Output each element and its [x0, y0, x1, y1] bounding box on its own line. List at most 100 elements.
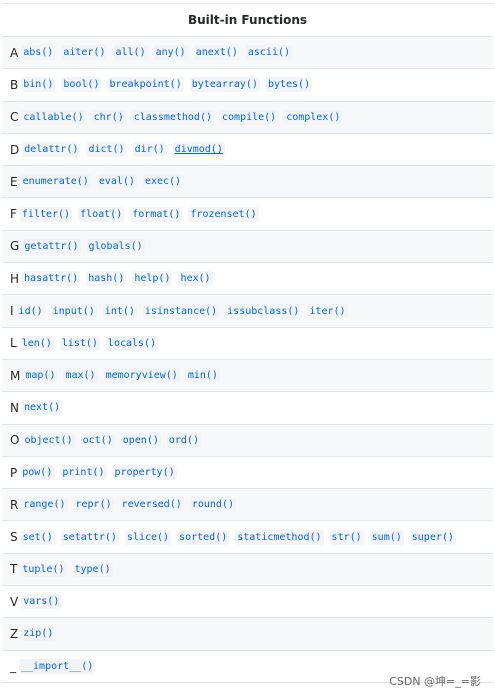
row-letter: T: [10, 562, 18, 577]
function-link[interactable]: all(): [113, 45, 148, 61]
row-letter: C: [10, 110, 19, 125]
function-link[interactable]: enumerate(): [20, 174, 91, 190]
table-header: Built-in Functions: [2, 4, 493, 37]
function-link[interactable]: sum(): [369, 529, 404, 545]
function-link[interactable]: compile(): [220, 109, 279, 125]
function-link[interactable]: object(): [22, 432, 75, 448]
function-link[interactable]: breakpoint(): [107, 77, 184, 93]
function-link[interactable]: bin(): [21, 77, 56, 93]
function-link[interactable]: chr(): [91, 109, 126, 125]
row-letter: E: [10, 174, 18, 189]
row-letter: F: [10, 207, 17, 222]
function-link[interactable]: aiter(): [61, 45, 108, 61]
function-link[interactable]: super(): [409, 529, 456, 545]
row-letter: A: [10, 45, 19, 60]
function-link[interactable]: filter(): [19, 206, 73, 222]
function-link[interactable]: next(): [21, 400, 63, 416]
function-link[interactable]: iter(): [307, 303, 348, 319]
function-link[interactable]: open(): [120, 432, 161, 448]
function-link[interactable]: vars(): [21, 594, 62, 610]
function-link[interactable]: bool(): [61, 77, 102, 93]
watermark: CSDN @坤=_=影: [389, 675, 481, 688]
function-link[interactable]: type(): [72, 561, 113, 577]
function-link[interactable]: locals(): [105, 335, 159, 351]
function-link[interactable]: help(): [132, 271, 173, 287]
function-link[interactable]: format(): [130, 206, 183, 222]
function-link[interactable]: complex(): [284, 109, 343, 125]
function-link[interactable]: getattr(): [22, 238, 81, 254]
table-row: ___import__(): [2, 650, 493, 683]
function-link[interactable]: setattr(): [60, 529, 119, 545]
function-link[interactable]: memoryview(): [103, 368, 180, 384]
function-link[interactable]: abs(): [21, 45, 56, 61]
row-letter: L: [10, 336, 17, 351]
function-link[interactable]: hasattr(): [22, 271, 81, 287]
function-link[interactable]: globals(): [86, 238, 145, 254]
function-link[interactable]: input(): [50, 303, 97, 319]
row-letter: M: [10, 368, 21, 383]
function-link[interactable]: tuple(): [20, 561, 67, 577]
function-link[interactable]: repr(): [73, 497, 114, 513]
function-link[interactable]: dir(): [132, 142, 167, 158]
function-link[interactable]: reversed(): [119, 497, 184, 513]
function-link[interactable]: hex(): [178, 271, 213, 287]
function-link[interactable]: list(): [59, 335, 100, 351]
function-link[interactable]: hash(): [86, 271, 127, 287]
function-link[interactable]: issubclass(): [225, 303, 302, 319]
function-link[interactable]: slice(): [124, 529, 172, 545]
function-link[interactable]: anext(): [193, 45, 240, 61]
function-link[interactable]: delattr(): [22, 142, 81, 158]
function-link[interactable]: bytearray(): [189, 77, 260, 93]
function-link[interactable]: str(): [329, 529, 364, 545]
function-link[interactable]: eval(): [96, 174, 137, 190]
function-link[interactable]: min(): [185, 368, 220, 384]
function-link[interactable]: any(): [153, 45, 188, 61]
function-link[interactable]: ascii(): [245, 45, 293, 61]
function-link[interactable]: ord(): [166, 432, 201, 448]
function-link[interactable]: round(): [189, 497, 236, 513]
function-link[interactable]: callable(): [21, 109, 86, 125]
function-link[interactable]: classmethod(): [131, 109, 214, 125]
function-link[interactable]: bytes(): [265, 77, 313, 93]
row-letter: Z: [10, 626, 19, 641]
function-link[interactable]: dict(): [86, 142, 127, 158]
function-link[interactable]: max(): [63, 368, 98, 384]
function-link[interactable]: isinstance(): [142, 303, 220, 319]
function-link[interactable]: staticmethod(): [235, 529, 324, 545]
function-link[interactable]: exec(): [142, 174, 184, 190]
function-link[interactable]: range(): [21, 497, 68, 513]
row-letter: O: [10, 433, 20, 448]
function-link[interactable]: float(): [78, 206, 125, 222]
function-link[interactable]: divmod(): [172, 142, 225, 158]
row-letter: B: [10, 77, 19, 92]
function-link[interactable]: set(): [20, 529, 55, 545]
function-link[interactable]: id(): [16, 303, 45, 319]
function-link[interactable]: map(): [23, 368, 58, 384]
function-link[interactable]: print(): [60, 465, 107, 480]
function-link[interactable]: property(): [112, 465, 177, 480]
function-link[interactable]: len(): [19, 335, 54, 351]
function-link[interactable]: sorted(): [177, 529, 230, 545]
function-link[interactable]: zip(): [21, 626, 56, 642]
row-letter: _: [10, 659, 16, 674]
function-link[interactable]: oct(): [80, 432, 115, 448]
function-link[interactable]: __import__(): [19, 658, 96, 674]
function-link[interactable]: frozenset(): [188, 206, 259, 222]
function-link[interactable]: pow(): [20, 465, 55, 480]
function-link[interactable]: int(): [102, 303, 137, 319]
